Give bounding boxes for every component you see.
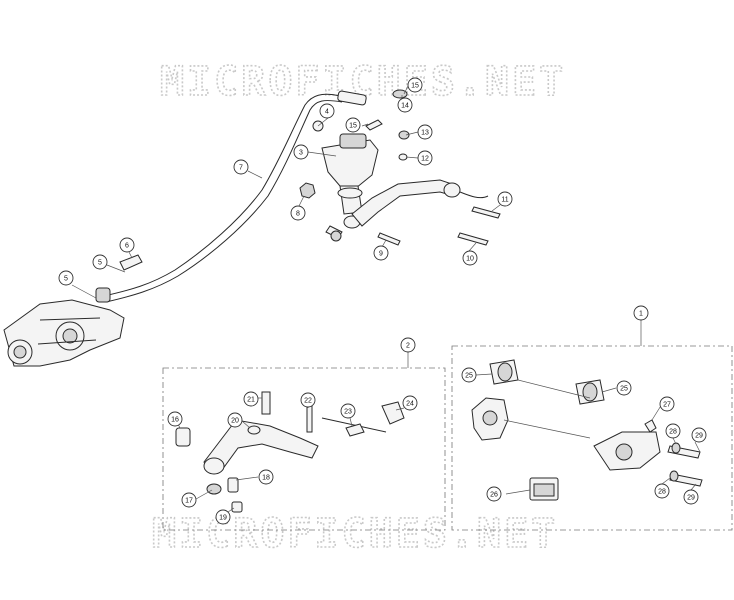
callout-25b[interactable]: 25 — [616, 380, 632, 396]
callout-27[interactable]: 27 — [659, 396, 675, 412]
callout-2[interactable]: 2 — [400, 337, 416, 353]
brake-caliper-group — [471, 359, 703, 501]
callout-11[interactable]: 11 — [497, 191, 513, 207]
callout-23[interactable]: 23 — [340, 403, 356, 419]
svg-text:10: 10 — [466, 256, 474, 263]
svg-text:28: 28 — [658, 489, 666, 496]
svg-text:1: 1 — [639, 311, 643, 318]
callout-28b[interactable]: 28 — [654, 483, 670, 499]
brake-hose — [95, 90, 367, 303]
callout-29a[interactable]: 29 — [691, 427, 707, 443]
callout-7[interactable]: 7 — [233, 159, 249, 175]
svg-text:29: 29 — [687, 495, 695, 502]
svg-text:8: 8 — [296, 211, 300, 218]
svg-text:27: 27 — [663, 402, 671, 409]
callout-8[interactable]: 8 — [290, 205, 306, 221]
callout-15b[interactable]: 15 — [345, 117, 361, 133]
callout-21[interactable]: 21 — [243, 391, 259, 407]
callout-1[interactable]: 1 — [633, 305, 649, 321]
top-pedal-arm — [351, 179, 489, 227]
callout-28a[interactable]: 28 — [665, 423, 681, 439]
svg-text:3: 3 — [299, 150, 303, 157]
group-box-pedal — [162, 367, 446, 531]
svg-text:21: 21 — [247, 397, 255, 404]
svg-text:9: 9 — [379, 251, 383, 258]
svg-text:5: 5 — [98, 260, 102, 267]
master-cylinder — [321, 133, 379, 242]
svg-text:26: 26 — [490, 492, 498, 499]
svg-text:19: 19 — [219, 515, 227, 522]
callout-18[interactable]: 18 — [258, 469, 274, 485]
callout-15a[interactable]: 15 — [407, 77, 423, 93]
left-caliper — [3, 299, 125, 367]
svg-text:25: 25 — [620, 386, 628, 393]
svg-text:14: 14 — [401, 103, 409, 110]
svg-text:16: 16 — [171, 417, 179, 424]
callout-13[interactable]: 13 — [417, 124, 433, 140]
svg-text:28: 28 — [669, 429, 677, 436]
callout-19[interactable]: 19 — [215, 509, 231, 525]
callout-17[interactable]: 17 — [181, 492, 197, 508]
svg-text:25: 25 — [465, 373, 473, 380]
svg-text:17: 17 — [185, 498, 193, 505]
callouts: 1 2 3 4 5 5 6 7 8 9 10 11 12 13 14 15 15… — [58, 77, 707, 525]
callout-26[interactable]: 26 — [486, 486, 502, 502]
svg-text:29: 29 — [695, 433, 703, 440]
svg-text:24: 24 — [406, 401, 414, 408]
svg-text:2: 2 — [406, 343, 410, 350]
svg-text:22: 22 — [304, 398, 312, 405]
callout-20[interactable]: 20 — [227, 412, 243, 428]
callout-5b[interactable]: 5 — [92, 254, 108, 270]
watermark-bottom: MICROFICHES.NET — [152, 511, 558, 557]
svg-text:11: 11 — [501, 197, 508, 204]
group-box-caliper — [451, 345, 733, 531]
callout-24[interactable]: 24 — [402, 395, 418, 411]
callout-4[interactable]: 4 — [319, 103, 335, 119]
callout-3[interactable]: 3 — [293, 144, 309, 160]
svg-text:23: 23 — [344, 409, 352, 416]
callout-12[interactable]: 12 — [417, 150, 433, 166]
svg-text:6: 6 — [125, 243, 129, 250]
callout-10[interactable]: 10 — [462, 250, 478, 266]
svg-text:12: 12 — [421, 156, 429, 163]
svg-text:15: 15 — [349, 123, 357, 130]
callout-22[interactable]: 22 — [300, 392, 316, 408]
callout-9[interactable]: 9 — [373, 245, 389, 261]
svg-text:15: 15 — [411, 83, 419, 90]
svg-text:4: 4 — [325, 109, 329, 116]
svg-text:5: 5 — [64, 276, 68, 283]
small-parts-top — [119, 89, 501, 271]
svg-text:18: 18 — [262, 475, 270, 482]
callout-14[interactable]: 14 — [397, 97, 413, 113]
svg-text:7: 7 — [239, 165, 243, 172]
callout-16[interactable]: 16 — [167, 411, 183, 427]
svg-text:20: 20 — [231, 418, 239, 425]
brake-pedal-group — [175, 391, 405, 513]
svg-text:13: 13 — [421, 130, 429, 137]
callout-5a[interactable]: 5 — [58, 270, 74, 286]
callout-6[interactable]: 6 — [119, 237, 135, 253]
callout-29b[interactable]: 29 — [683, 489, 699, 505]
callout-25a[interactable]: 25 — [461, 367, 477, 383]
